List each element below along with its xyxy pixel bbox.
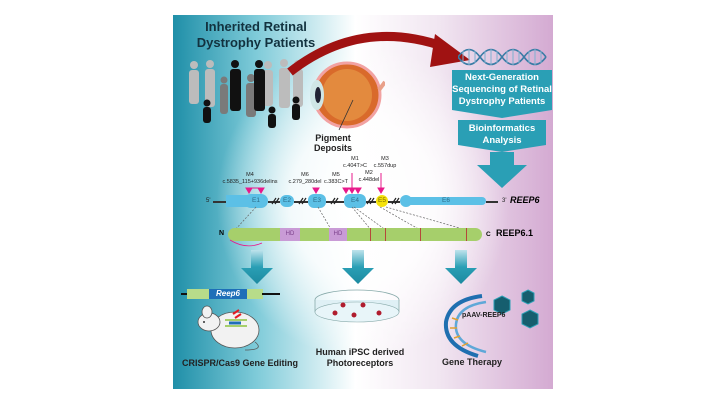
exon-e1: E1 (244, 194, 268, 208)
marker-m6 (312, 187, 320, 194)
patients-title-line1: Inherited Retinal (205, 19, 307, 34)
gene-line (486, 201, 498, 203)
gene-line (262, 293, 280, 295)
marker-m4b (257, 187, 265, 194)
n-terminus-label: N (219, 230, 225, 237)
mutation-id: M1 (351, 156, 359, 162)
gene-line (213, 201, 227, 203)
gene-therapy-label: Gene Therapy (441, 357, 503, 367)
three-prime-label: 3' (502, 198, 507, 204)
bio-line2: Analysis (482, 135, 522, 146)
five-prime-label: 5' (206, 198, 211, 204)
mutation-id: M4 (246, 172, 254, 178)
vector-label: pAAV-REEP6 (462, 312, 506, 319)
mutation-id: M6 (301, 172, 309, 178)
ipsc-label-line2: Photoreceptors (326, 358, 394, 368)
hydrophobic-domain-1: HD (280, 228, 300, 241)
reep6-construct: Reep6 (187, 289, 263, 299)
aav-particle (493, 295, 511, 315)
protein-name: REEP6.1 (496, 228, 534, 238)
marker-m3 (377, 187, 385, 194)
mutation-m6: M6 c.279_280del (285, 172, 325, 186)
marker-m4a (245, 187, 253, 194)
aav-particle (521, 289, 535, 305)
mutation-m2: M2 c.448del (356, 170, 382, 184)
crispr-label: CRISPR/Cas9 Gene Editing (181, 358, 299, 368)
exon-e2: E2 (280, 195, 294, 207)
eye-icon (310, 61, 385, 131)
mutation-id: M2 (365, 170, 373, 176)
aav-particle (521, 309, 539, 329)
arrow-down-icon (241, 250, 273, 284)
ipsc-label: Human iPSC derived Photoreceptors (310, 347, 410, 369)
exon-protein-connectors (233, 206, 471, 232)
dna-aav-icon (443, 289, 539, 358)
protein-bar: HD HD (228, 228, 482, 241)
bioinformatics-label: Bioinformatics Analysis (458, 123, 546, 147)
exon-e3: E3 (308, 194, 326, 208)
marker-m2 (354, 187, 362, 194)
ngs-label: Next-Generation Sequencing of Retinal Dy… (452, 72, 552, 108)
intron-break-marks (271, 197, 400, 205)
petri-dish-icon (314, 289, 400, 323)
mutation-m4: M4 c.5835_115+936delins (215, 172, 285, 186)
pigment-deposits-label: Pigment Deposits (313, 133, 352, 153)
arrow-down-icon (342, 250, 374, 284)
gene-name: REEP6 (510, 195, 540, 205)
mutation-change: c.383C>T (324, 179, 348, 185)
reep6-gene-label: Reep6 (209, 289, 247, 299)
ngs-line2: Sequencing of Retinal (452, 84, 552, 95)
exon-e5: E5 (376, 195, 388, 207)
n-term-arc (229, 239, 263, 247)
patients-title-line2: Dystrophy Patients (196, 35, 316, 50)
mutation-markers (245, 173, 385, 194)
mutation-change: c.557dup (373, 163, 397, 169)
hydrophobic-domain-2: HD (329, 228, 347, 241)
dna-helix-icon (458, 48, 547, 66)
mutation-site (420, 228, 421, 241)
mouse-icon (197, 305, 260, 351)
mutation-site (385, 228, 386, 241)
mutation-m5: M5 c.383C>T (321, 172, 351, 186)
mutation-m3: M3 c.557dup (372, 156, 398, 170)
exon-e4: E4 (344, 194, 366, 208)
mutation-change: c.448del (358, 177, 380, 183)
mutation-change: c.279_280del (288, 179, 322, 185)
ipsc-label-line1: Human iPSC derived (315, 347, 405, 357)
mutation-m1: M1 c.404T>C (340, 156, 370, 170)
exon-e6: E6 (406, 197, 486, 205)
c-terminus-label: C (486, 231, 491, 238)
mutation-site (466, 228, 467, 241)
mutation-change: c.404T>C (343, 163, 367, 169)
marker-m5 (342, 187, 350, 194)
pipeline-funnel-icon (452, 70, 552, 188)
mutation-site (370, 228, 371, 241)
arrow-down-icon (445, 250, 477, 284)
ngs-line1: Next-Generation (465, 72, 539, 83)
mutation-change: c.5835_115+936delins (222, 179, 278, 185)
ngs-line3: Dystrophy Patients (458, 96, 546, 107)
marker-m1 (348, 187, 356, 194)
mutation-id: M3 (381, 156, 389, 162)
bio-line1: Bioinformatics (468, 123, 536, 134)
patients-title: Inherited Retinal Dystrophy Patients (186, 19, 326, 51)
patients-silhouettes-icon (189, 59, 303, 128)
mutation-id: M5 (332, 172, 340, 178)
